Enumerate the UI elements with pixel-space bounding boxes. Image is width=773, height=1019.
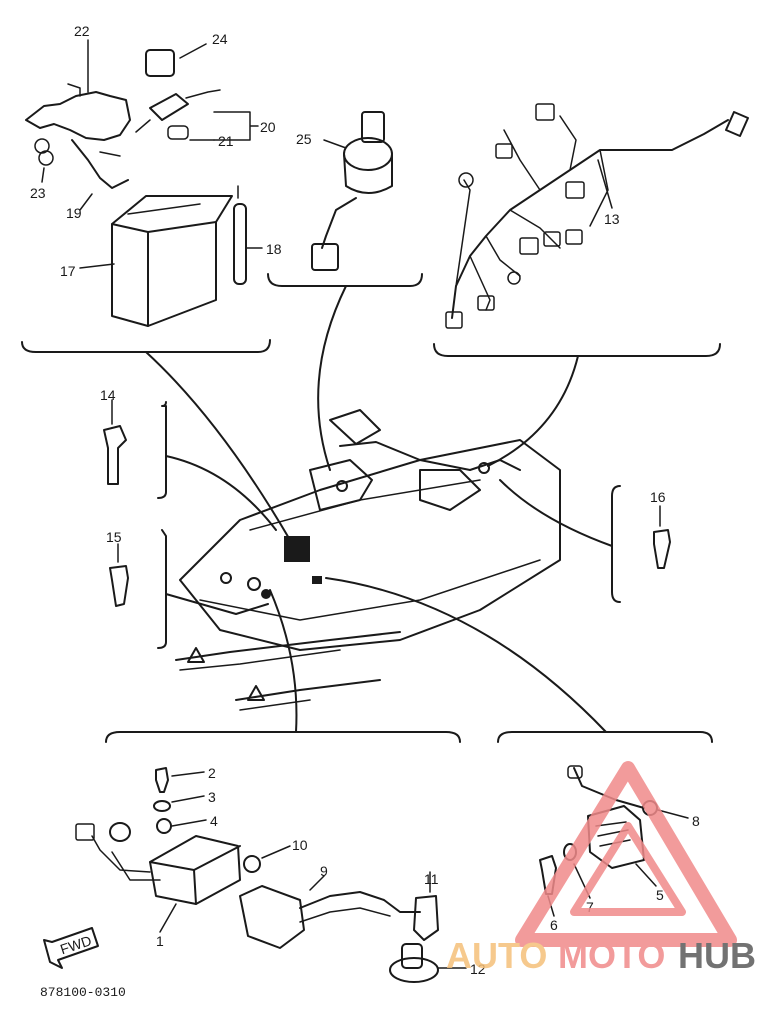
callout-12: 12 xyxy=(470,961,486,977)
part-code: 878100-0310 xyxy=(40,985,126,1000)
callout-11: 11 xyxy=(424,871,439,887)
callout-2: 2 xyxy=(208,765,216,781)
callout-8: 8 xyxy=(692,813,700,829)
callout-9: 9 xyxy=(320,863,328,879)
callout-25: 25 xyxy=(296,131,312,147)
callout-19: 19 xyxy=(66,205,82,221)
regulator-group xyxy=(497,731,713,917)
main-switch-group xyxy=(267,111,423,287)
callout-13: 13 xyxy=(604,211,620,227)
callout-1: 1 xyxy=(156,933,164,949)
callout-5: 5 xyxy=(656,887,664,903)
watermark-moto: MOTO xyxy=(558,935,665,976)
callout-10: 10 xyxy=(292,837,308,853)
callout-3: 3 xyxy=(208,789,216,805)
callout-24: 24 xyxy=(212,31,228,47)
watermark-logo: AUTO MOTO HUB xyxy=(446,761,756,976)
watermark-hub: HUB xyxy=(678,935,756,976)
callout-15: 15 xyxy=(106,529,122,545)
callout-21: 21 xyxy=(218,133,234,149)
callout-23: 23 xyxy=(30,185,46,201)
battery-group xyxy=(21,39,271,353)
watermark-auto: AUTO xyxy=(446,935,547,976)
leader-curves xyxy=(145,285,613,733)
callout-14: 14 xyxy=(100,387,116,403)
callout-16: 16 xyxy=(650,489,666,505)
ignition-group xyxy=(43,731,467,983)
callout-18: 18 xyxy=(266,241,282,257)
bolts-group xyxy=(103,399,671,649)
callout-6: 6 xyxy=(550,917,558,933)
callout-20: 20 xyxy=(260,119,276,135)
callout-7: 7 xyxy=(586,899,594,915)
callout-22: 22 xyxy=(74,23,90,39)
snowmobile-frame xyxy=(175,409,561,711)
wire-harness-group xyxy=(433,103,749,357)
callout-4: 4 xyxy=(210,813,218,829)
callout-17: 17 xyxy=(60,263,76,279)
